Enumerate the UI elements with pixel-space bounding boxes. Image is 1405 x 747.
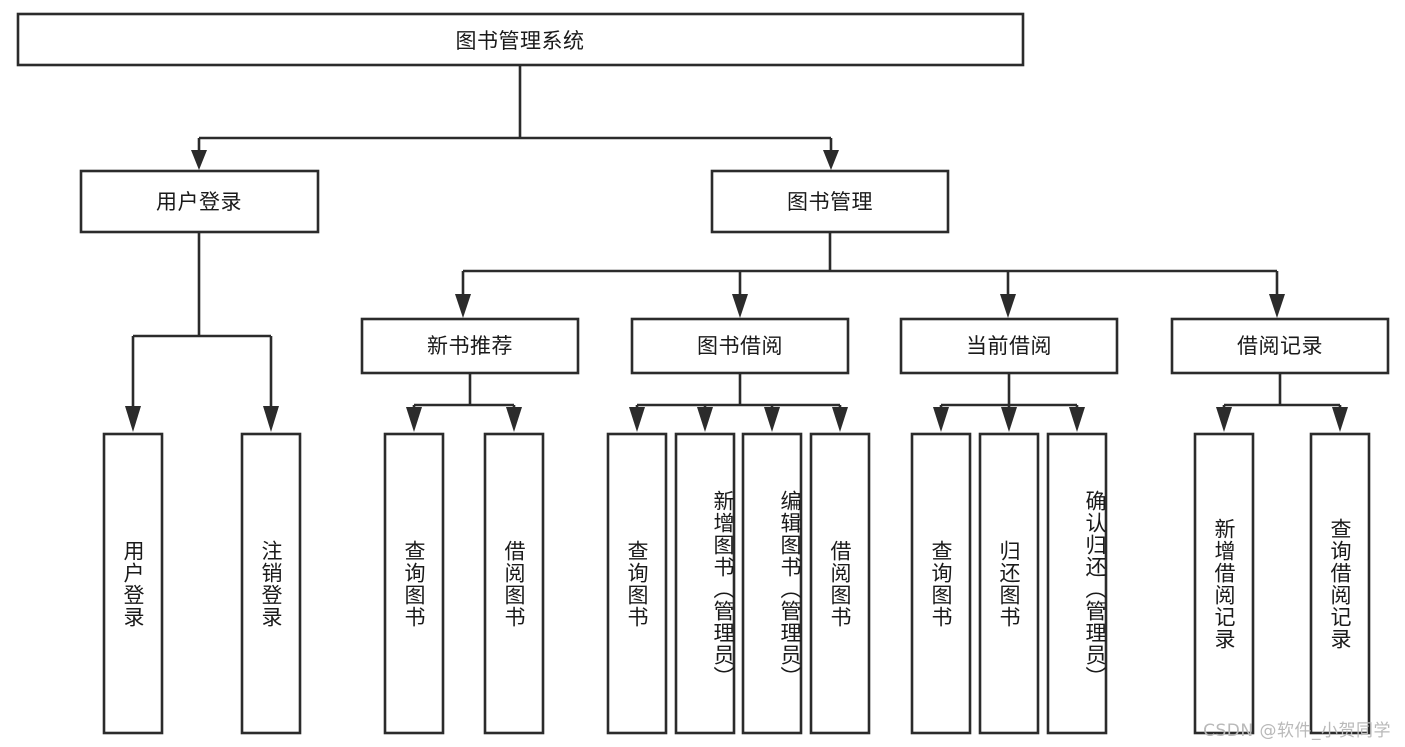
node-leaf-logout-login[interactable]	[240, 432, 302, 735]
node-leaf-add-borrow-record[interactable]	[1193, 432, 1255, 735]
node-label-new-book-recommend: 新书推荐	[427, 334, 513, 358]
arrow-head-leaf-user-login	[125, 406, 141, 432]
arrow-head-new-book-recommend	[455, 294, 471, 318]
arrow-head-user-login	[191, 150, 207, 170]
node-leaf-query-book-3[interactable]	[910, 432, 972, 735]
arrow-head-leaf-return-book	[1001, 407, 1017, 432]
node-label-current-borrow: 当前借阅	[966, 334, 1052, 358]
arrow-head-book-management	[823, 150, 839, 170]
arrow-head-book-borrow	[732, 294, 748, 318]
node-current-borrow[interactable]	[899, 317, 1119, 375]
arrow-head-borrow-record	[1269, 294, 1285, 318]
node-leaf-query-book-1[interactable]	[383, 432, 445, 735]
node-leaf-borrow-book-2[interactable]	[809, 432, 871, 735]
arrow-head-leaf-query-book-1	[406, 407, 422, 432]
node-label-book-management-system: 图书管理系统	[456, 29, 585, 53]
arrow-head-leaf-add-book-admin	[697, 407, 713, 432]
arrow-head-leaf-borrow-book-2	[832, 407, 848, 432]
node-book-management-system[interactable]	[16, 12, 1025, 67]
node-book-management[interactable]	[710, 169, 950, 234]
arrow-head-current-borrow	[1000, 294, 1016, 318]
arrow-head-leaf-borrow-book-1	[506, 407, 522, 432]
arrow-head-leaf-add-borrow-record	[1216, 407, 1232, 432]
node-leaf-return-book[interactable]	[978, 432, 1040, 735]
node-new-book-recommend[interactable]	[360, 317, 580, 375]
arrow-head-leaf-confirm-return-admin	[1069, 407, 1085, 432]
node-label-user-login: 用户登录	[156, 190, 242, 214]
node-leaf-edit-book-admin[interactable]	[741, 432, 803, 735]
arrow-head-leaf-query-book-3	[933, 407, 949, 432]
node-leaf-add-book-admin[interactable]	[674, 432, 736, 735]
node-leaf-user-login[interactable]	[102, 432, 164, 735]
node-label-book-borrow: 图书借阅	[697, 334, 783, 358]
node-label-book-management: 图书管理	[787, 190, 873, 214]
arrow-head-leaf-logout-login	[263, 406, 279, 432]
node-leaf-confirm-return-admin[interactable]	[1046, 432, 1108, 735]
node-borrow-record[interactable]	[1170, 317, 1390, 375]
node-leaf-query-borrow-record[interactable]	[1309, 432, 1371, 735]
node-label-borrow-record: 借阅记录	[1237, 334, 1323, 358]
node-leaf-query-book-2[interactable]	[606, 432, 668, 735]
arrow-head-leaf-edit-book-admin	[764, 407, 780, 432]
arrow-head-leaf-query-book-2	[629, 407, 645, 432]
csdn-watermark: CSDN @软件_小贺同学	[1203, 721, 1391, 741]
node-book-borrow[interactable]	[630, 317, 850, 375]
arrow-head-leaf-query-borrow-record	[1332, 407, 1348, 432]
node-leaf-borrow-book-1[interactable]	[483, 432, 545, 735]
